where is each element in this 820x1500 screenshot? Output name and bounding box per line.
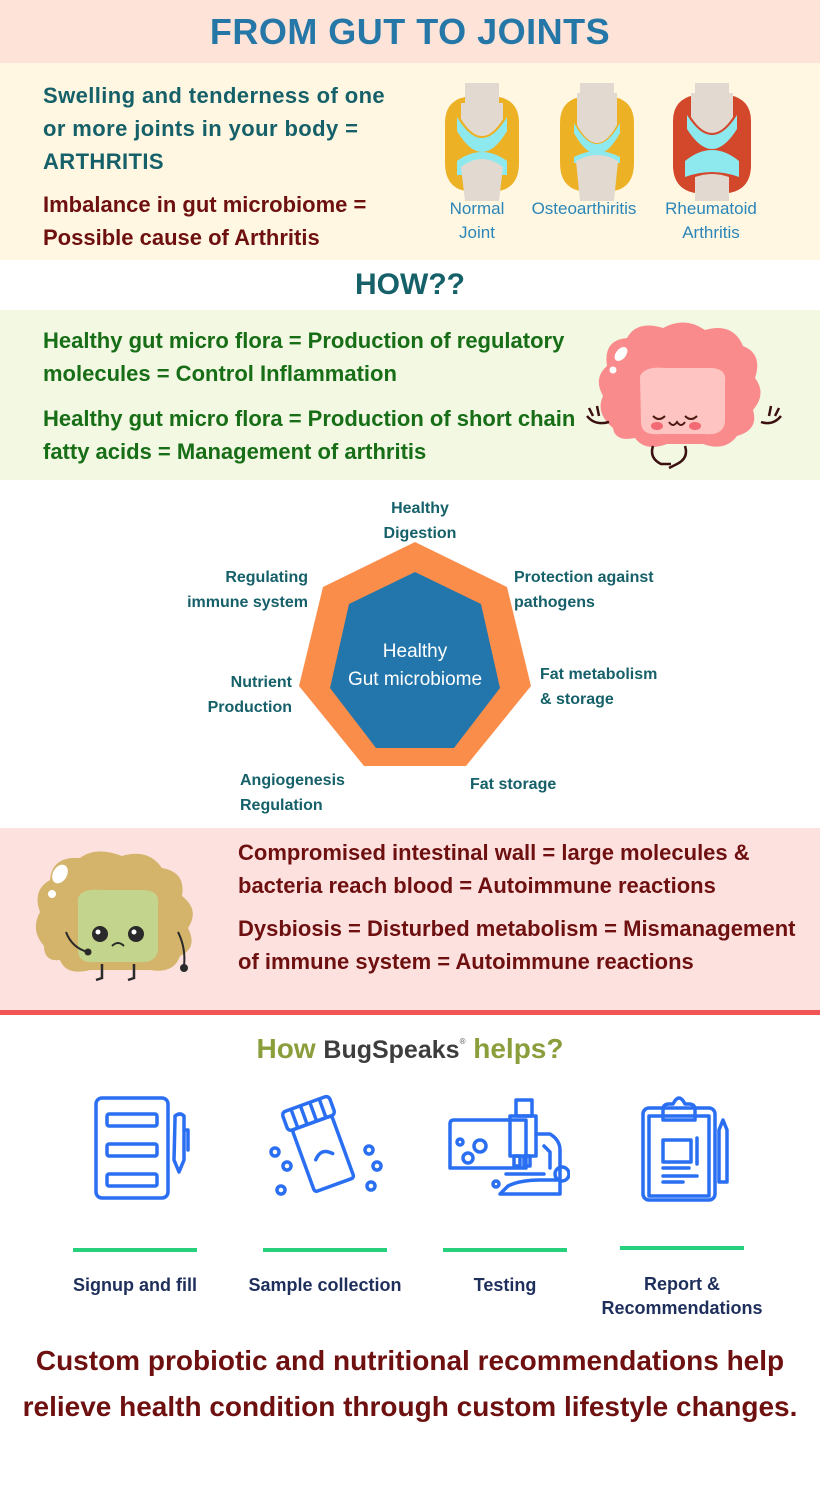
- joint-rheumatoid: [657, 83, 767, 201]
- healthy-gut-text: Healthy gut micro flora = Production of …: [43, 324, 583, 468]
- function-nutrient-production: Nutrient Production: [207, 674, 292, 716]
- healthy-point-1: Healthy gut micro flora = Production of …: [43, 328, 565, 386]
- step-signup: Signup and fill: [45, 1090, 225, 1295]
- healthy-gut-section: Healthy gut micro flora = Production of …: [0, 310, 820, 480]
- function-angiogenesis: Angiogenesis Regulation: [240, 772, 345, 814]
- rheumatoid-joint-icon: [673, 83, 751, 201]
- step-sample: Sample collection: [235, 1090, 415, 1295]
- arthritis-definition: Swelling and tenderness of one or more j…: [43, 83, 386, 174]
- step-testing: Testing: [415, 1090, 595, 1295]
- step-divider: [620, 1246, 744, 1250]
- step-divider: [73, 1248, 197, 1252]
- normal-joint-icon: [445, 83, 519, 201]
- problem-point-2: Dysbiosis = Disturbed metabolism = Misma…: [238, 916, 796, 974]
- function-regulating-immune: Regulating immune system: [187, 569, 308, 611]
- arthritis-cause: Imbalance in gut microbiome = Possible c…: [43, 192, 367, 250]
- function-healthy-digestion: Healthy Digestion: [383, 500, 457, 542]
- problem-point-1: Compromised intestinal wall = large mole…: [238, 840, 750, 898]
- joint-label-osteo: Osteoarthiritis: [531, 199, 637, 218]
- joint-label-rheumatoid: Rheumatoid Arthritis: [665, 199, 757, 242]
- process-steps: Signup and fill Sample collection: [0, 1090, 820, 1330]
- section-divider: [0, 1010, 820, 1015]
- page-title: FROM GUT TO JOINTS: [209, 10, 611, 52]
- step-divider: [443, 1248, 567, 1252]
- microscope-icon: [448, 1098, 570, 1196]
- microbiome-functions-diagram: Healthy Gut microbiome Healthy Digestion…: [0, 480, 820, 828]
- how-heading: HOW??: [355, 268, 465, 301]
- heptagon-shape: [299, 542, 531, 766]
- dysbiosis-text: Compromised intestinal wall = large mole…: [238, 836, 808, 978]
- form-and-pen-icon: [94, 1096, 190, 1200]
- clipboard-report-icon: [641, 1096, 729, 1202]
- happy-gut-mascot-icon: [586, 322, 782, 470]
- how-heading-band: HOW??: [0, 260, 820, 310]
- closing-statement: Custom probiotic and nutritional recomme…: [22, 1345, 798, 1422]
- step-report: Report & Recommendations: [592, 1090, 772, 1318]
- joint-label-normal: Normal Joint: [449, 199, 505, 242]
- osteoarthritis-joint-icon: [560, 83, 634, 201]
- joint-osteo: [542, 83, 652, 201]
- dysbiosis-section: Compromised intestinal wall = large mole…: [0, 828, 820, 1015]
- title-banner: FROM GUT TO JOINTS: [0, 0, 820, 63]
- helps-heading: How BugSpeaks® helps?: [256, 1033, 564, 1064]
- heptagon-center-label: Healthy Gut microbiome: [347, 641, 483, 690]
- arthritis-text: Swelling and tenderness of one or more j…: [43, 79, 413, 254]
- sample-jar-icon: [269, 1094, 383, 1196]
- arthritis-section: Swelling and tenderness of one or more j…: [0, 63, 820, 260]
- brand-name: BugSpeaks: [323, 1036, 460, 1064]
- joint-illustrations: Normal Joint Osteoarthiritis Rheumatoid …: [437, 83, 777, 258]
- function-protection-pathogens: Protection against pathogens: [514, 569, 654, 611]
- sad-gut-mascot-icon: [35, 851, 193, 982]
- function-fat-metabolism: Fat metabolism & storage: [540, 666, 658, 708]
- joint-normal: [427, 83, 537, 201]
- function-fat-storage: Fat storage: [470, 776, 557, 793]
- step-divider: [263, 1248, 387, 1252]
- healthy-point-2: Healthy gut micro flora = Production of …: [43, 406, 576, 464]
